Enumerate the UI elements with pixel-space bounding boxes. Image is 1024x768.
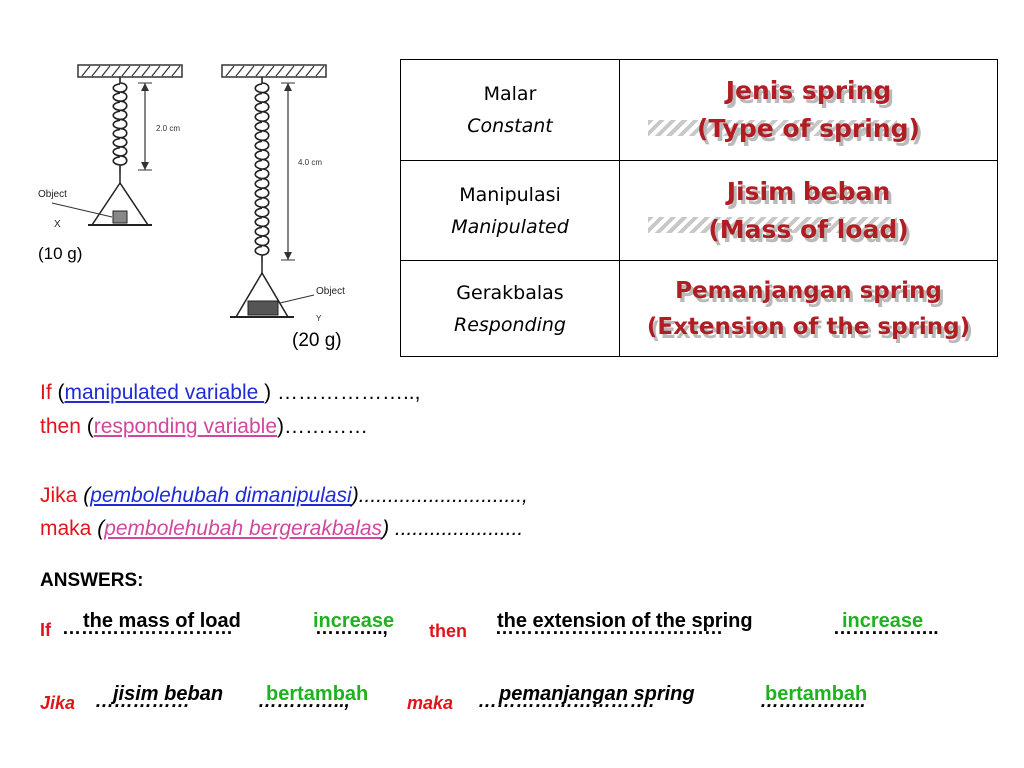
length-label-x: 2.0 cm — [156, 124, 180, 133]
answer-fill-increase-2: increase — [842, 610, 924, 632]
variable-value-cell: Jisim beban (Mass of load) — [619, 159, 998, 262]
mass-label-y: (20 g) — [292, 330, 342, 351]
spring-diagram: 2.0 cm Object X 4.0 cm Object — [30, 55, 370, 365]
manipulated-variable-link[interactable]: manipulated variable — [64, 381, 265, 404]
answer-blank-3: ……………………………… — [495, 618, 723, 639]
spring-x: 2.0 cm Object X — [38, 64, 183, 230]
responding-variable-link[interactable]: responding variable — [93, 415, 277, 438]
answer-fill-pemanjangan: pemanjangan spring — [499, 683, 695, 705]
answer-line-ms: Jika — [40, 693, 75, 714]
answer-blank-6: ………….., — [258, 691, 350, 712]
mass-label-x: (10 g) — [38, 244, 83, 263]
answer-fill-bertambah-1: bertambah — [266, 683, 369, 705]
bracket-open: ( — [51, 381, 65, 404]
variable-type-en: Manipulated — [451, 215, 569, 238]
spring-y: 4.0 cm Object Y — [221, 64, 345, 323]
variable-type-cell: Manipulasi Manipulated — [400, 159, 620, 262]
answer-fill-bertambah-2: bertambah — [765, 683, 868, 705]
table-row-responding: Gerakbalas Responding Pemanjangan spring… — [400, 260, 998, 357]
table-row-constant: Malar Constant Jenis spring (Type of spr… — [400, 59, 998, 161]
answer-blank-4: …………….. — [833, 618, 939, 639]
answer-jika-keyword: Jika — [40, 693, 76, 713]
jika-keyword: Jika — [40, 484, 78, 507]
answer-fill-increase-1: increase — [313, 610, 395, 632]
answer-blank-2: ……….., — [315, 618, 388, 639]
answer-fill-responding: the extension of the spring — [497, 610, 753, 632]
hypothesis-line-then: then (responding variable)………… — [40, 413, 368, 440]
object-label-x: Object — [38, 189, 67, 200]
object-label-y: Object — [316, 286, 345, 297]
answer-blank-5: …………… — [95, 691, 190, 712]
bracket-open: ( — [91, 517, 105, 540]
hatch-decoration — [648, 120, 897, 136]
maka-keyword: maka — [40, 517, 92, 540]
answer-then-keyword: then — [429, 621, 467, 641]
hypothesis-line-jika: Jika (pembolehubah dimanipulasi)........… — [40, 482, 528, 509]
length-label-y: 4.0 cm — [298, 158, 322, 167]
variable-type-ms: Manipulasi — [459, 183, 561, 206]
spring-diagram-svg: 2.0 cm Object X 4.0 cm Object — [38, 64, 345, 323]
variable-value-en: (Extension of the spring) — [646, 313, 971, 340]
then-keyword: then — [40, 415, 81, 438]
answers-heading: ANSWERS: — [40, 570, 144, 591]
variables-table: Malar Constant Jenis spring (Type of spr… — [400, 59, 998, 357]
variable-type-ms: Malar — [483, 82, 537, 105]
answer-blank-8: …………….. — [760, 691, 866, 712]
answer-blank-1: ……………………… — [62, 618, 233, 639]
answer-blank-7: ………………………. — [478, 691, 655, 712]
answer-line-en: If — [40, 620, 51, 641]
then-blank: )………… — [277, 415, 368, 438]
answer-maka-wrap: maka — [407, 693, 453, 714]
variable-type-ms: Gerakbalas — [456, 281, 564, 304]
variable-type-en: Responding — [454, 313, 566, 336]
if-keyword: If — [40, 381, 52, 404]
answer-fill-manipulated: the mass of load — [83, 610, 241, 632]
answer-fill-jisim: jisim beban — [113, 683, 224, 705]
manipulated-variable-ms-link[interactable]: pembolehubah dimanipulasi — [90, 484, 352, 507]
hatch-decoration — [648, 216, 897, 233]
variable-value-cell: Jenis spring (Type of spring) — [619, 59, 998, 161]
if-blank: ) ……………….., — [264, 381, 421, 404]
letter-y: Y — [316, 314, 322, 323]
variable-value-ms: Pemanjangan spring — [675, 277, 942, 304]
variable-type-en: Constant — [467, 114, 553, 137]
answer-then-wrap: then — [429, 621, 467, 642]
answer-if-keyword: If — [40, 620, 51, 640]
variable-type-cell: Gerakbalas Responding — [400, 260, 620, 357]
jika-blank: )............................, — [351, 484, 528, 507]
responding-variable-ms-link[interactable]: pembolehubah bergerakbalas — [104, 517, 383, 540]
hypothesis-line-maka: maka (pembolehubah bergerakbalas) ......… — [40, 515, 523, 542]
maka-blank: ) ...................... — [382, 517, 524, 540]
bracket-open: ( — [77, 484, 91, 507]
variable-value-cell: Pemanjangan spring (Extension of the spr… — [619, 260, 998, 357]
variable-value-ms: Jisim beban — [726, 176, 891, 206]
letter-x: X — [54, 219, 61, 230]
table-row-manipulated: Manipulasi Manipulated Jisim beban (Mass… — [400, 159, 998, 262]
answer-maka-keyword: maka — [407, 693, 454, 713]
variable-value-en: (Mass of load) — [708, 214, 909, 244]
hypothesis-line-if: If (manipulated variable ) ……………….., — [40, 379, 420, 406]
variable-value-ms: Jenis spring — [725, 75, 892, 105]
variable-value-en: (Type of spring) — [697, 113, 920, 143]
variable-type-cell: Malar Constant — [400, 59, 620, 161]
bracket-open: ( — [80, 415, 94, 438]
